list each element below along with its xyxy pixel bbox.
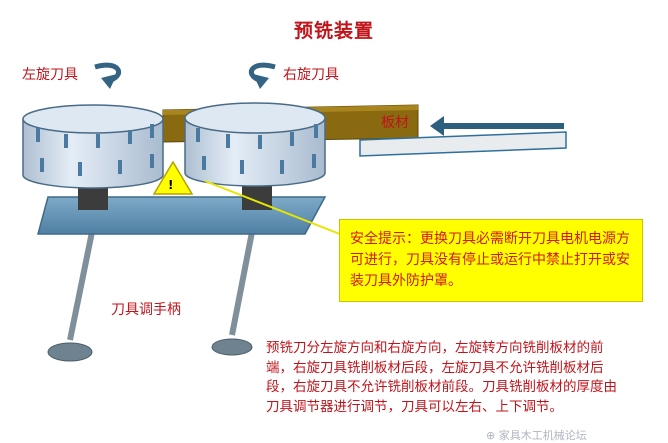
board-plate xyxy=(359,131,567,157)
table-legs xyxy=(47,231,255,362)
warning-triangle-icon xyxy=(152,160,194,195)
diagram-title: 预铣装置 xyxy=(293,20,374,42)
description-text: 预铣刀分左旋方向和右旋方向，左旋转方向铣削板材的前端，右旋刀具铣削板材后段，左旋… xyxy=(266,340,617,415)
pointer-line xyxy=(204,180,351,239)
right-rotation-arrow-icon xyxy=(248,62,276,89)
safety-heading: 安全提示： xyxy=(350,231,420,247)
warning-mark: ! xyxy=(168,178,174,192)
left-rotation-arrow-icon xyxy=(94,62,122,89)
right-cutter-label: 右旋刀具 xyxy=(283,67,339,83)
left-cutter-drum xyxy=(22,104,164,189)
left-cutter-label: 左旋刀具 xyxy=(22,67,78,83)
feed-arrow-icon xyxy=(430,116,564,136)
safety-text: 更换刀具必需断开刀具电机电源方可进行，刀具没有停止或运行中禁止打开或安装刀具外防… xyxy=(350,231,630,289)
right-cutter-drum xyxy=(184,102,326,187)
safety-notice: 安全提示：更换刀具必需断开刀具电机电源方可进行，刀具没有停止或运行中禁止打开或安… xyxy=(339,219,643,302)
watermark: ⊕ 家具木工机械论坛 xyxy=(486,429,587,442)
board-label: 板材 xyxy=(381,115,409,131)
handle-label: 刀具调手柄 xyxy=(111,302,181,318)
